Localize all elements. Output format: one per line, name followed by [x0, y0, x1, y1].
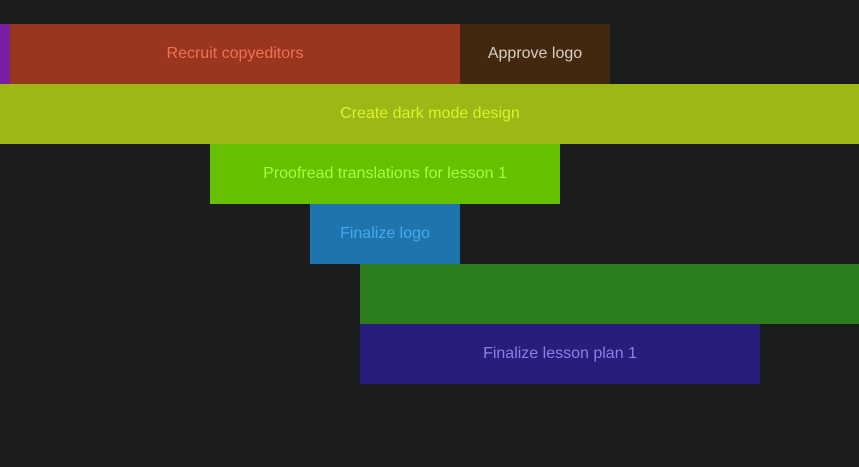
task-bar[interactable]: Proofread translations for lesson 1 — [210, 144, 560, 204]
task-bar[interactable]: Finalize lesson plan 1 — [360, 324, 760, 384]
task-bar[interactable]: Recruit copyeditors — [10, 24, 460, 84]
task-bar[interactable] — [360, 264, 859, 324]
task-bar[interactable]: Finalize logo — [310, 204, 460, 264]
task-bar[interactable] — [0, 24, 10, 84]
task-bar[interactable]: Approve logo — [460, 24, 610, 84]
task-bar[interactable]: Create dark mode design — [0, 84, 859, 144]
